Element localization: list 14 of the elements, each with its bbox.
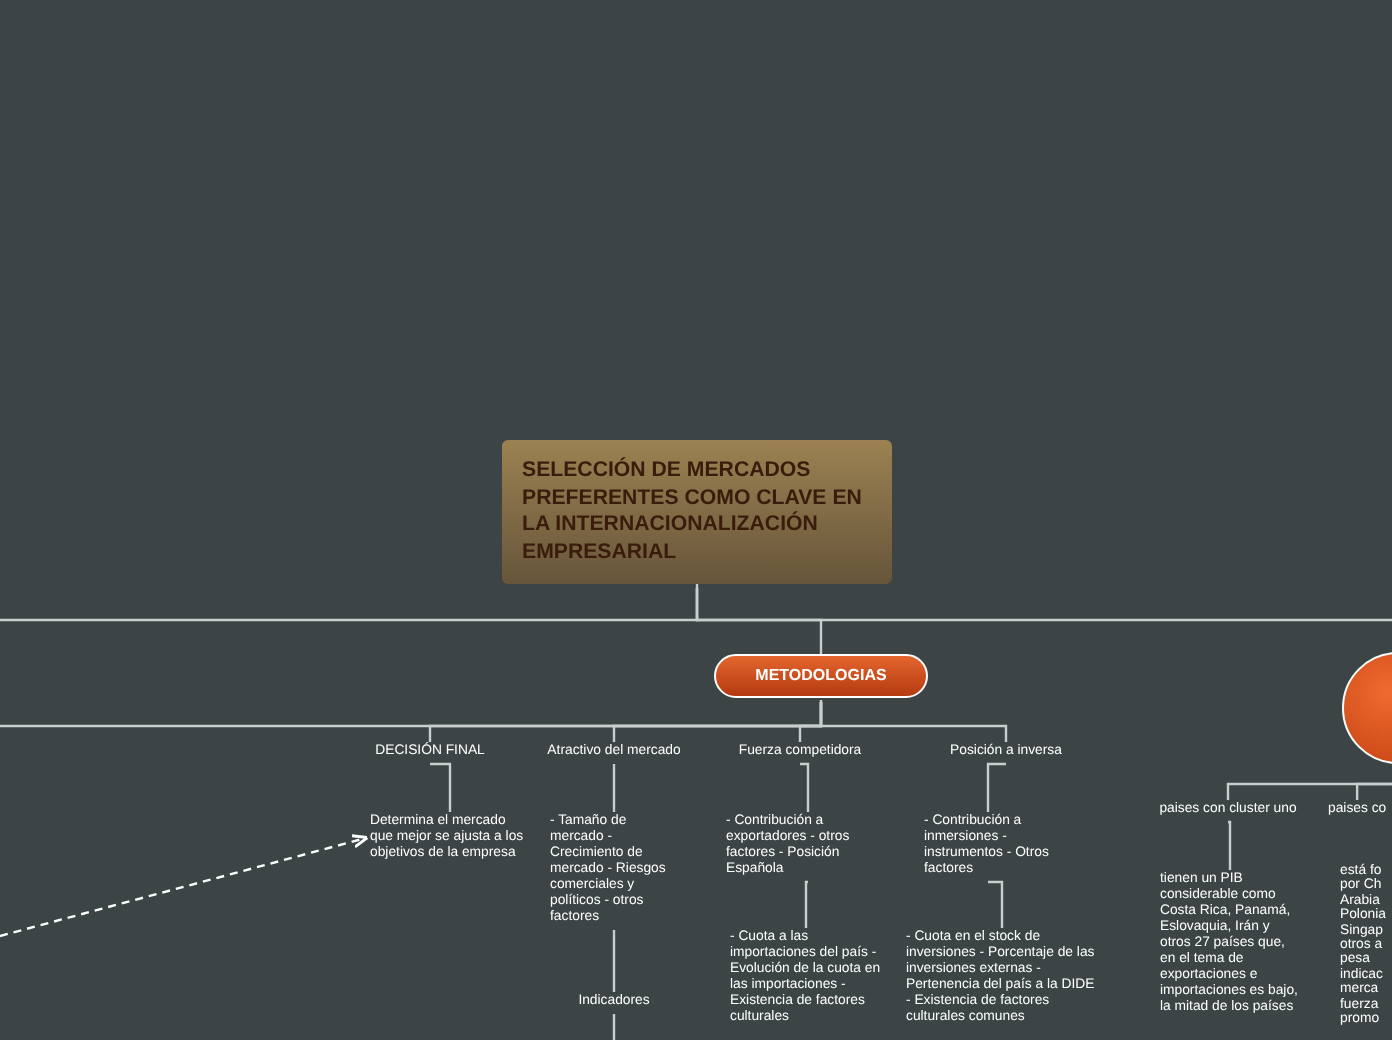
connector-line bbox=[1227, 820, 1232, 870]
connector-line bbox=[612, 762, 616, 812]
connector-line bbox=[804, 880, 809, 928]
connector-line bbox=[0, 584, 699, 622]
connector-line bbox=[0, 700, 823, 728]
connector-line bbox=[430, 762, 452, 812]
connector-line bbox=[800, 762, 810, 812]
connector-line bbox=[988, 880, 1004, 928]
connector-line bbox=[612, 1014, 616, 1040]
title-box: SELECCIÓN DE MERCADOS PREFERENTES COMO CLAVE EN LA INTERNACIONALIZACIÓN EMPRESARIAL bbox=[502, 440, 892, 584]
arrow bbox=[0, 834, 369, 938]
connector-line bbox=[612, 928, 616, 992]
topic-pill: METODOLOGIAS bbox=[714, 654, 928, 698]
connector-line bbox=[986, 762, 1006, 812]
